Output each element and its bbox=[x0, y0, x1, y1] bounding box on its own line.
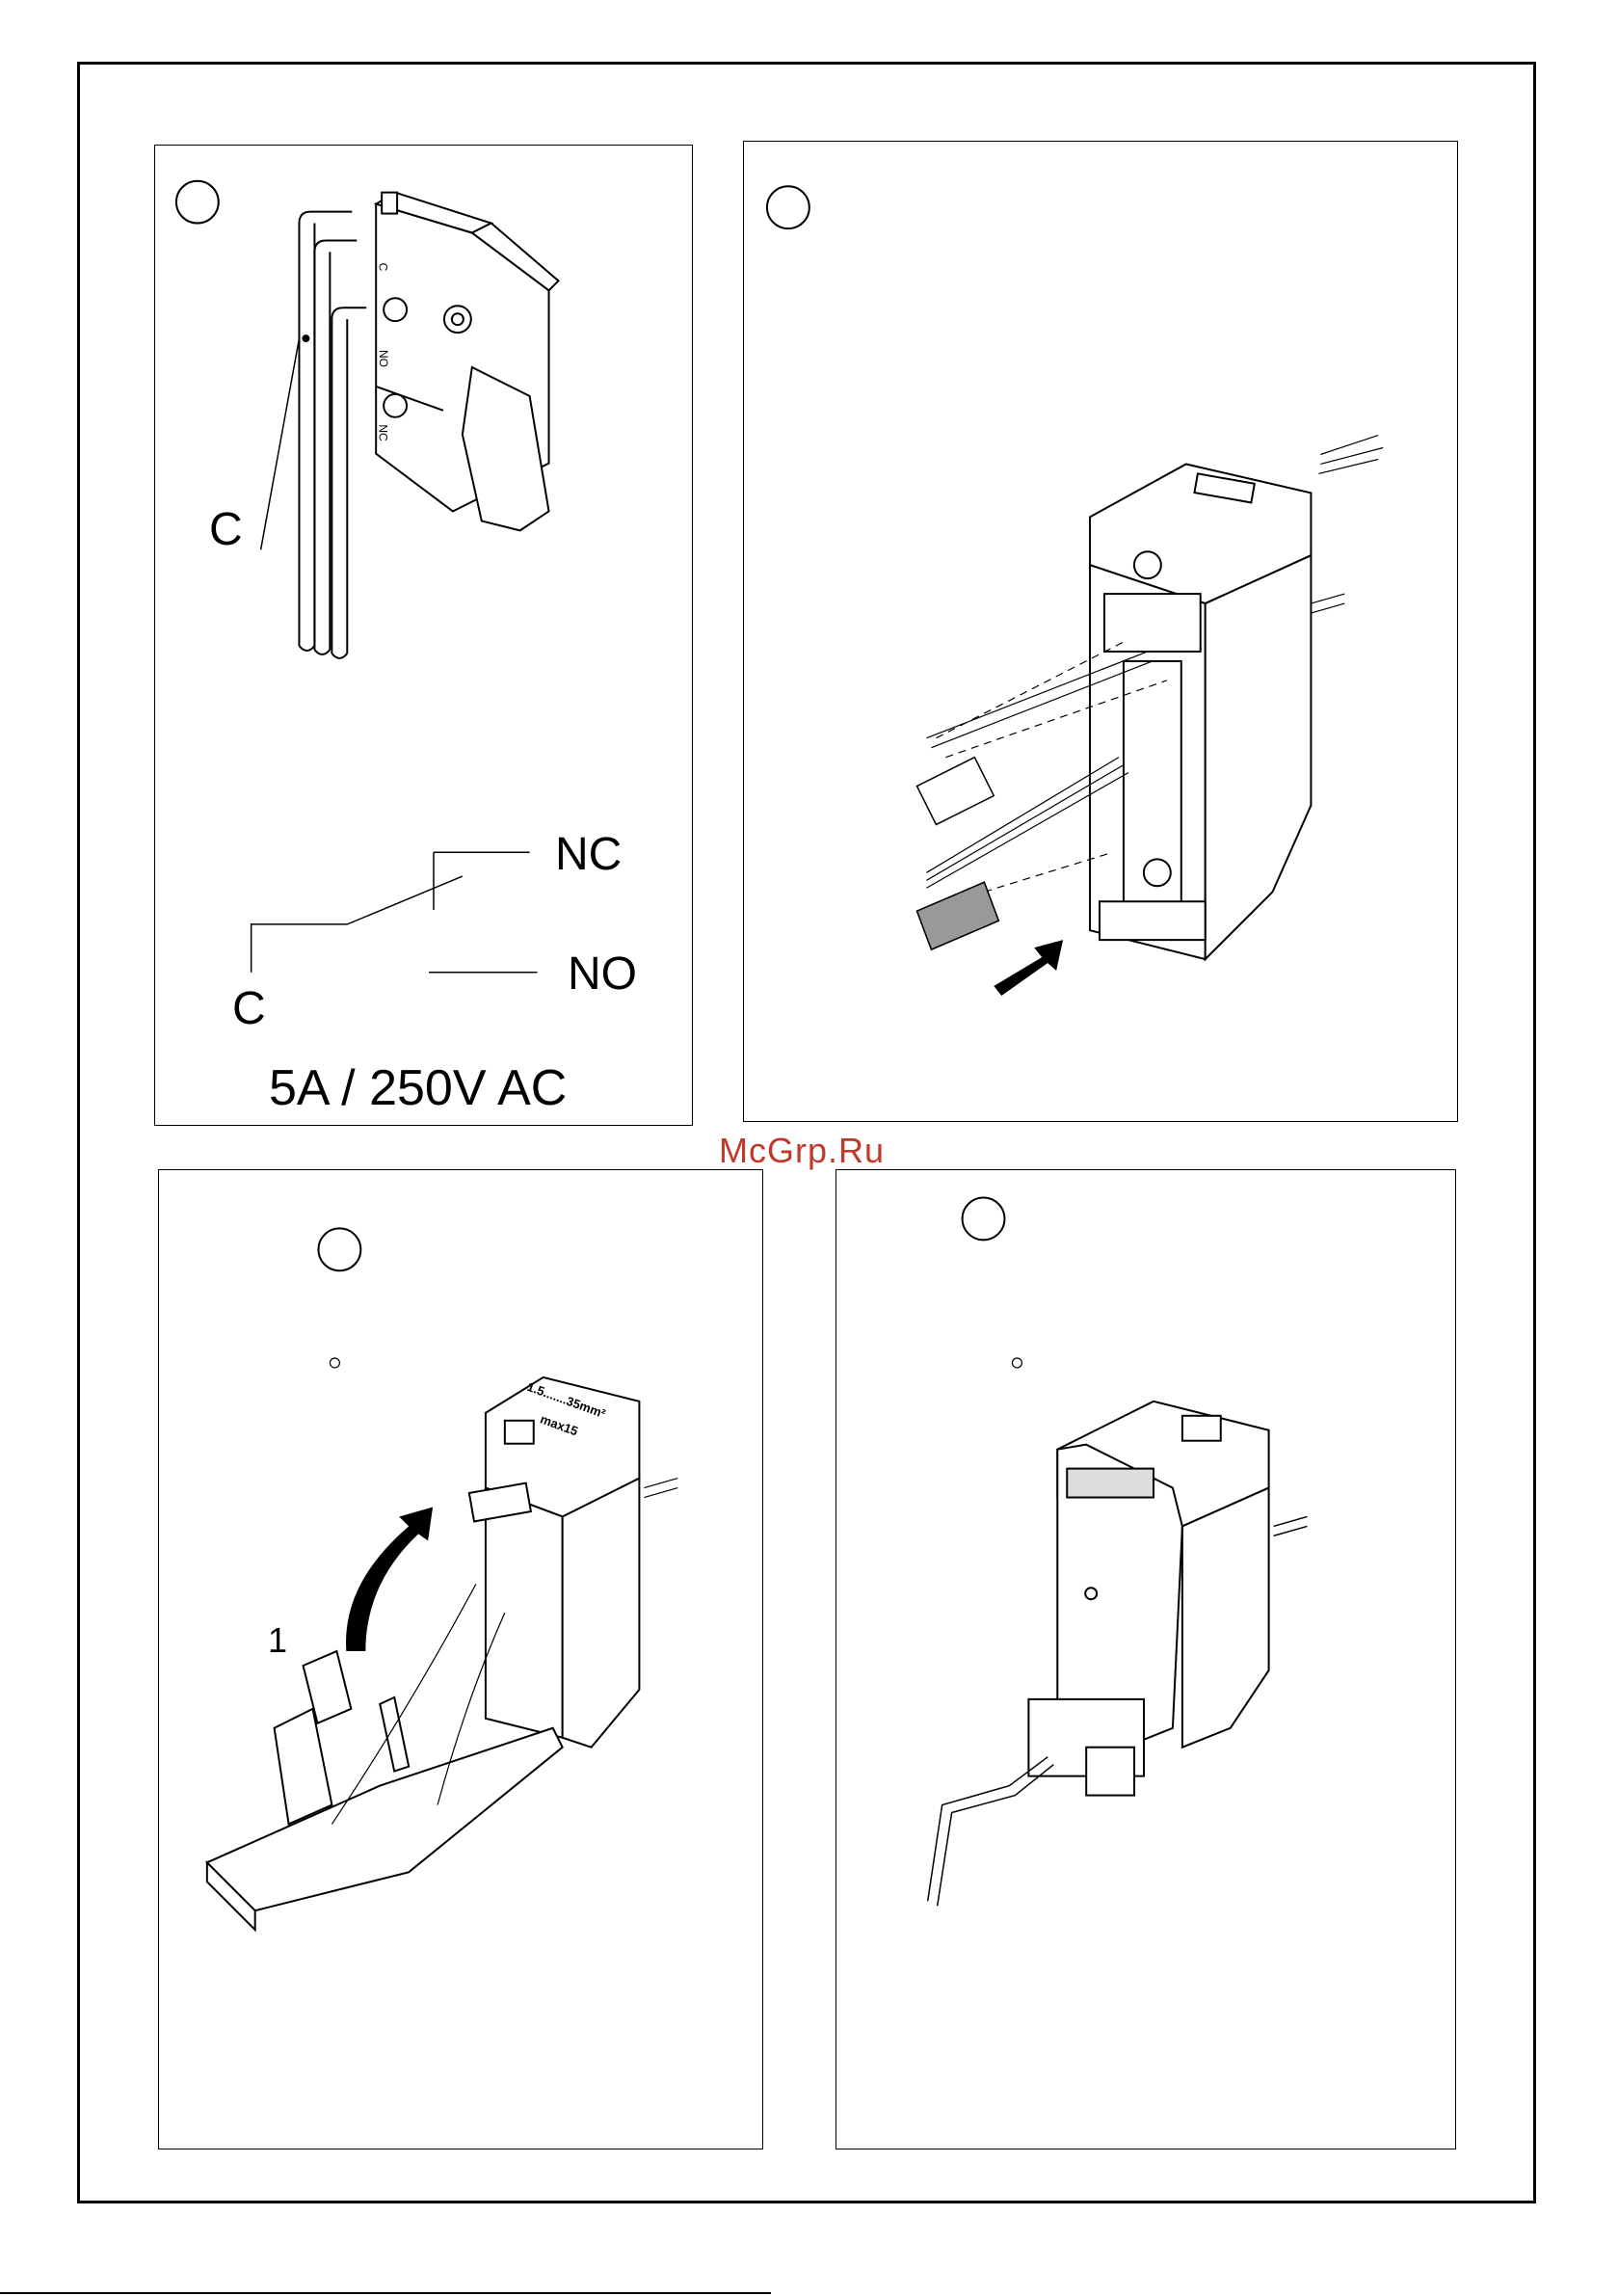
label-normally-open: NO bbox=[568, 951, 637, 998]
housing-insertion-illustration bbox=[744, 142, 1457, 1121]
panel-assembled-unit bbox=[836, 1169, 1456, 2149]
panel-microswitch-wiring: C NC NO C 5A / 250V AC C NO NC bbox=[154, 145, 693, 1126]
label-common-top: C bbox=[209, 507, 243, 553]
bottom-rule bbox=[0, 2292, 771, 2294]
cover-closing-illustration bbox=[159, 1170, 762, 2149]
switch-marking-no: NO bbox=[378, 350, 389, 367]
step-circle bbox=[318, 1228, 360, 1270]
panel-close-cover: 1 1.5.......35mm² max15 bbox=[158, 1169, 763, 2149]
assembled-unit-illustration bbox=[836, 1170, 1455, 2149]
step-circle bbox=[963, 1197, 1005, 1240]
label-common-bottom: C bbox=[232, 986, 266, 1032]
step-circle bbox=[767, 186, 809, 228]
switch-marking-c: C bbox=[377, 263, 388, 272]
step-number-label: 1 bbox=[268, 1623, 287, 1658]
watermark: McGrp.Ru bbox=[719, 1131, 885, 1171]
step-circle bbox=[176, 181, 219, 224]
switch-marking-nc: NC bbox=[378, 424, 389, 441]
label-normally-closed: NC bbox=[555, 832, 622, 878]
rotate-arrow bbox=[346, 1508, 433, 1652]
insert-direction-arrow bbox=[994, 940, 1063, 996]
electrical-rating: 5A / 250V AC bbox=[269, 1063, 567, 1113]
panel-insert-switch bbox=[743, 141, 1458, 1122]
